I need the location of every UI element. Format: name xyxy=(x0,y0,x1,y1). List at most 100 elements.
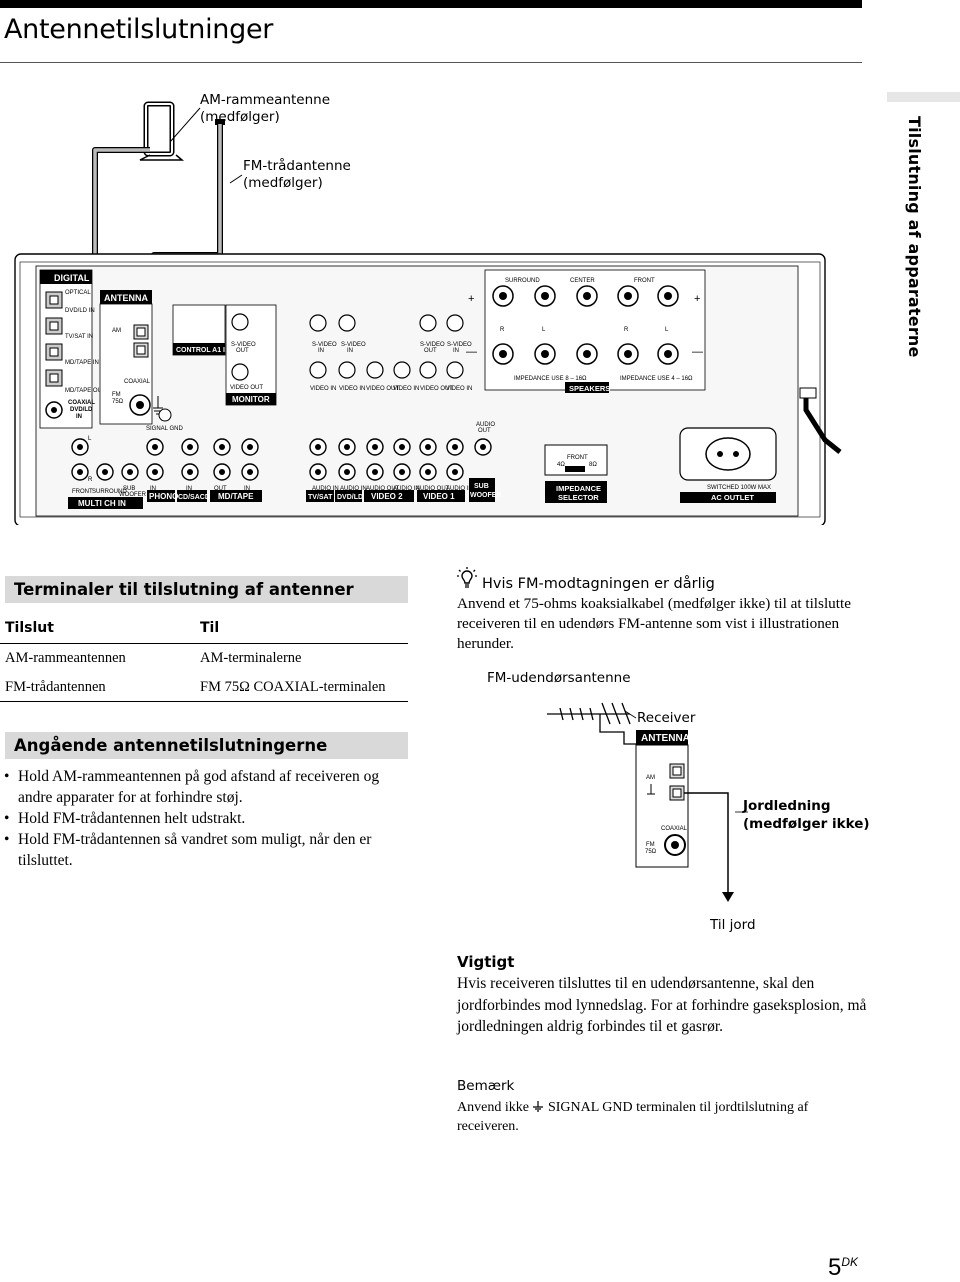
svg-text:S-VIDEO: S-VIDEO xyxy=(420,342,445,348)
important-text: Hvis receiveren tilsluttes til en udendø… xyxy=(457,975,867,1035)
svg-text:IN: IN xyxy=(244,486,250,492)
svg-text:—: — xyxy=(466,346,477,358)
svg-text:VIDEO IN: VIDEO IN xyxy=(310,386,336,392)
top-rule xyxy=(0,0,862,8)
svg-text:IMPEDANCE USE 4 – 16Ω: IMPEDANCE USE 4 – 16Ω xyxy=(620,376,693,382)
ground-wire-label: Jordledning (medfølger ikke) xyxy=(743,798,870,832)
svg-text:SIGNAL GND: SIGNAL GND xyxy=(146,426,183,432)
terminals-heading: Terminaler til tilslutning af antenner xyxy=(5,576,408,603)
antenna-block-label: ANTENNA xyxy=(104,293,148,303)
svg-text:MD/TAPE OUT: MD/TAPE OUT xyxy=(65,388,106,394)
outdoor-antenna-diagram: ANTENNA AM COAXIAL FM 75Ω xyxy=(547,702,748,902)
svg-text:IN: IN xyxy=(76,414,82,420)
to-ground-label: Til jord xyxy=(710,917,756,933)
page-number: 5DK xyxy=(828,1254,858,1282)
fm-antenna-label: FM-trådantenne (medfølger) xyxy=(243,158,351,191)
note-text: Anvend ikke SIGNAL GND terminalen til jo… xyxy=(457,1098,857,1136)
svg-text:SUB: SUB xyxy=(123,486,135,492)
svg-text:L: L xyxy=(88,436,92,442)
svg-text:AM: AM xyxy=(112,328,121,334)
svg-text:SWITCHED 100W MAX: SWITCHED 100W MAX xyxy=(707,485,771,491)
svg-text:IMPEDANCE: IMPEDANCE xyxy=(556,484,601,493)
svg-text:IN: IN xyxy=(318,348,324,354)
svg-text:MD/TAPE: MD/TAPE xyxy=(218,492,254,501)
svg-text:WOOFER: WOOFER xyxy=(119,492,147,498)
svg-text:VIDEO IN: VIDEO IN xyxy=(339,386,365,392)
ground-wire xyxy=(684,792,729,892)
svg-text:TV/SAT IN: TV/SAT IN xyxy=(65,334,93,340)
svg-text:OUT: OUT xyxy=(424,348,437,354)
svg-text:S-VIDEO: S-VIDEO xyxy=(341,342,366,348)
col-to-header: Til xyxy=(200,620,220,636)
table-row-fm-to: FM 75Ω COAXIAL-terminalen xyxy=(200,679,386,695)
ac-outlet-icon xyxy=(705,437,751,471)
svg-text:VIDEO OUT: VIDEO OUT xyxy=(366,386,399,392)
svg-text:PHONO: PHONO xyxy=(149,492,178,501)
svg-text:L: L xyxy=(542,327,546,333)
power-cord xyxy=(803,395,842,454)
svg-text:S-VIDEO: S-VIDEO xyxy=(312,342,337,348)
svg-text:IN: IN xyxy=(453,348,459,354)
svg-text:IMPEDANCE USE 8 – 16Ω: IMPEDANCE USE 8 – 16Ω xyxy=(514,376,587,382)
about-heading: Angående antennetilslutningerne xyxy=(5,732,408,759)
svg-text:OPTICAL: OPTICAL xyxy=(65,290,91,296)
svg-text:AUDIO IN: AUDIO IN xyxy=(312,486,339,492)
svg-text:SUB: SUB xyxy=(474,483,489,490)
svg-text:SPEAKERS: SPEAKERS xyxy=(569,384,610,393)
ground-symbol-icon xyxy=(533,1101,544,1112)
audio-rca-connectors xyxy=(71,438,492,481)
outdoor-antenna-label: FM-udendørsantenne xyxy=(487,670,631,686)
svg-text:DVD/LD: DVD/LD xyxy=(337,494,363,501)
svg-text:DVD/LD: DVD/LD xyxy=(70,407,93,413)
svg-text:TV/SAT: TV/SAT xyxy=(308,494,333,501)
page-number-suffix: DK xyxy=(841,1255,859,1269)
source-labels xyxy=(68,478,495,509)
svg-text:AUDIO IN: AUDIO IN xyxy=(446,486,473,492)
svg-text:AC OUTLET: AC OUTLET xyxy=(711,493,754,502)
svg-text:S-VIDEO: S-VIDEO xyxy=(231,342,256,348)
page-title: Antennetilslutninger xyxy=(4,14,274,45)
svg-text:8Ω: 8Ω xyxy=(589,462,597,468)
fm-label-leader xyxy=(229,174,243,184)
ground-symbol-icon xyxy=(153,396,163,415)
svg-text:SURROUND: SURROUND xyxy=(505,278,540,284)
table-row-am-from: AM-rammeantennen xyxy=(5,650,126,666)
svg-text:IN: IN xyxy=(186,486,192,492)
col-connect-header: Tilslut xyxy=(5,620,54,636)
svg-text:VIDEO 2: VIDEO 2 xyxy=(371,492,403,501)
digital-label: DIGITAL xyxy=(54,273,90,283)
table-row-am-to: AM-terminalerne xyxy=(200,650,302,666)
svg-text:VIDEO OUT: VIDEO OUT xyxy=(420,386,453,392)
svg-text:VIDEO IN: VIDEO IN xyxy=(393,386,419,392)
svg-text:COAXIAL: COAXIAL xyxy=(661,826,688,832)
svg-text:CD/SACD: CD/SACD xyxy=(178,494,210,501)
tip-text: Anvend et 75-ohms koaksialkabel (medfølg… xyxy=(457,595,851,652)
title-divider xyxy=(0,62,862,63)
svg-text:—: — xyxy=(692,346,703,358)
ground-arrow-icon xyxy=(722,892,734,902)
note-text-start: Anvend ikke xyxy=(457,1100,529,1115)
svg-text:IN: IN xyxy=(150,486,156,492)
svg-text:S-VIDEO: S-VIDEO xyxy=(447,342,472,348)
svg-text:COAXIAL: COAXIAL xyxy=(124,379,151,385)
note-heading: Bemærk xyxy=(457,1078,515,1094)
svg-text:WOOFER: WOOFER xyxy=(470,492,502,499)
table-bottom-rule xyxy=(0,701,408,702)
svg-text:CENTER: CENTER xyxy=(570,278,595,284)
svg-text:VIDEO OUT: VIDEO OUT xyxy=(230,385,263,391)
svg-text:VIDEO IN: VIDEO IN xyxy=(446,386,472,392)
svg-text:CONTROL A1 II: CONTROL A1 II xyxy=(176,347,227,354)
svg-text:R: R xyxy=(500,327,505,333)
svg-text:AUDIO OUT: AUDIO OUT xyxy=(366,486,400,492)
svg-text:FRONT: FRONT xyxy=(72,489,93,495)
svg-text:R: R xyxy=(624,327,629,333)
svg-text:DVD/LD IN: DVD/LD IN xyxy=(65,308,95,314)
svg-text:OUT: OUT xyxy=(214,486,227,492)
svg-text:MD/TAPE IN: MD/TAPE IN xyxy=(65,360,99,366)
svg-text:AUDIO OUT: AUDIO OUT xyxy=(416,486,450,492)
svg-text:AUDIO IN: AUDIO IN xyxy=(393,486,420,492)
svg-text:FM: FM xyxy=(112,392,121,398)
svg-text:SURROUND: SURROUND xyxy=(92,489,127,495)
svg-text:AM: AM xyxy=(646,775,655,781)
table-row-fm-from: FM-trådantennen xyxy=(5,679,106,695)
